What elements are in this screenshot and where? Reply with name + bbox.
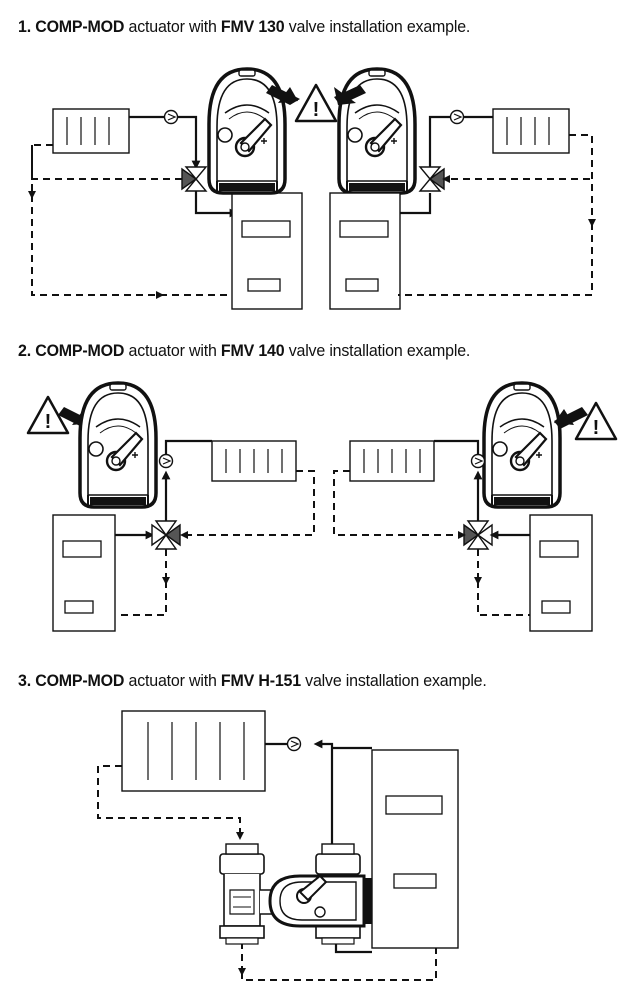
section-3-heading: 3. COMP-MOD actuator with FMV H-151 valv… <box>18 671 487 691</box>
section-number: 1. <box>18 17 31 36</box>
actuator-icon <box>78 381 158 509</box>
boiler-icon <box>329 192 401 310</box>
valve-name: FMV 130 <box>220 17 285 36</box>
actuator-icon <box>337 67 417 195</box>
supply-pipe <box>164 439 212 454</box>
three-way-valve-icon <box>463 520 493 550</box>
return-pipe <box>398 223 593 296</box>
radiator-icon <box>121 710 266 792</box>
return-pipe <box>333 470 466 539</box>
actuator-icon <box>268 874 372 928</box>
pump-icon <box>158 453 174 469</box>
return-pipe <box>120 581 167 616</box>
valve-name: FMV 140 <box>220 341 285 360</box>
heading-text: valve installation example. <box>300 671 487 690</box>
return-pipe <box>241 948 437 981</box>
return-pipe <box>31 195 164 299</box>
actuator-name: COMP-MOD <box>35 341 125 360</box>
installation-diagram-3 <box>97 710 459 981</box>
return-pipe <box>97 765 244 840</box>
supply-pipe <box>434 439 480 454</box>
three-way-valve-icon <box>418 166 445 192</box>
radiator-icon <box>211 440 297 482</box>
section-number: 3. <box>18 671 31 690</box>
heading-text: valve installation example. <box>284 17 471 36</box>
three-way-valve-icon <box>151 520 181 550</box>
radiator-icon <box>492 108 570 154</box>
three-way-valve-icon <box>181 166 208 192</box>
boiler-icon <box>529 514 593 632</box>
boiler-icon <box>371 749 459 949</box>
supply-pipe <box>428 115 450 167</box>
pump-icon <box>449 109 465 125</box>
supply-pipe <box>177 115 201 170</box>
pump-icon <box>163 109 179 125</box>
pump-icon <box>470 453 486 469</box>
return-pipe <box>180 470 315 539</box>
boiler-icon <box>52 514 116 632</box>
installation-diagram-2 <box>26 381 618 632</box>
section-number: 2. <box>18 341 31 360</box>
heading-text: actuator with <box>124 341 221 360</box>
radiator-icon <box>349 440 435 482</box>
heading-text: actuator with <box>124 671 221 690</box>
return-pipe <box>28 144 53 199</box>
supply-pipe <box>400 193 432 215</box>
pump-icon <box>286 736 302 752</box>
actuator-name: COMP-MOD <box>35 17 125 36</box>
actuator-icon <box>482 381 562 509</box>
actuator-name: COMP-MOD <box>35 671 125 690</box>
heading-text: actuator with <box>124 17 221 36</box>
section-1-heading: 1. COMP-MOD actuator with FMV 130 valve … <box>18 17 470 37</box>
supply-pipe <box>313 739 334 852</box>
heading-text: valve installation example. <box>284 341 471 360</box>
return-pipe <box>477 581 530 616</box>
boiler-icon <box>231 192 303 310</box>
supply-pipe <box>194 191 239 218</box>
valve-name: FMV H-151 <box>220 671 301 690</box>
section-2-heading: 2. COMP-MOD actuator with FMV 140 valve … <box>18 341 470 361</box>
warning-triangle-icon <box>294 83 338 123</box>
installation-diagram-1: ! <box>28 67 596 310</box>
radiator-icon <box>52 108 130 154</box>
